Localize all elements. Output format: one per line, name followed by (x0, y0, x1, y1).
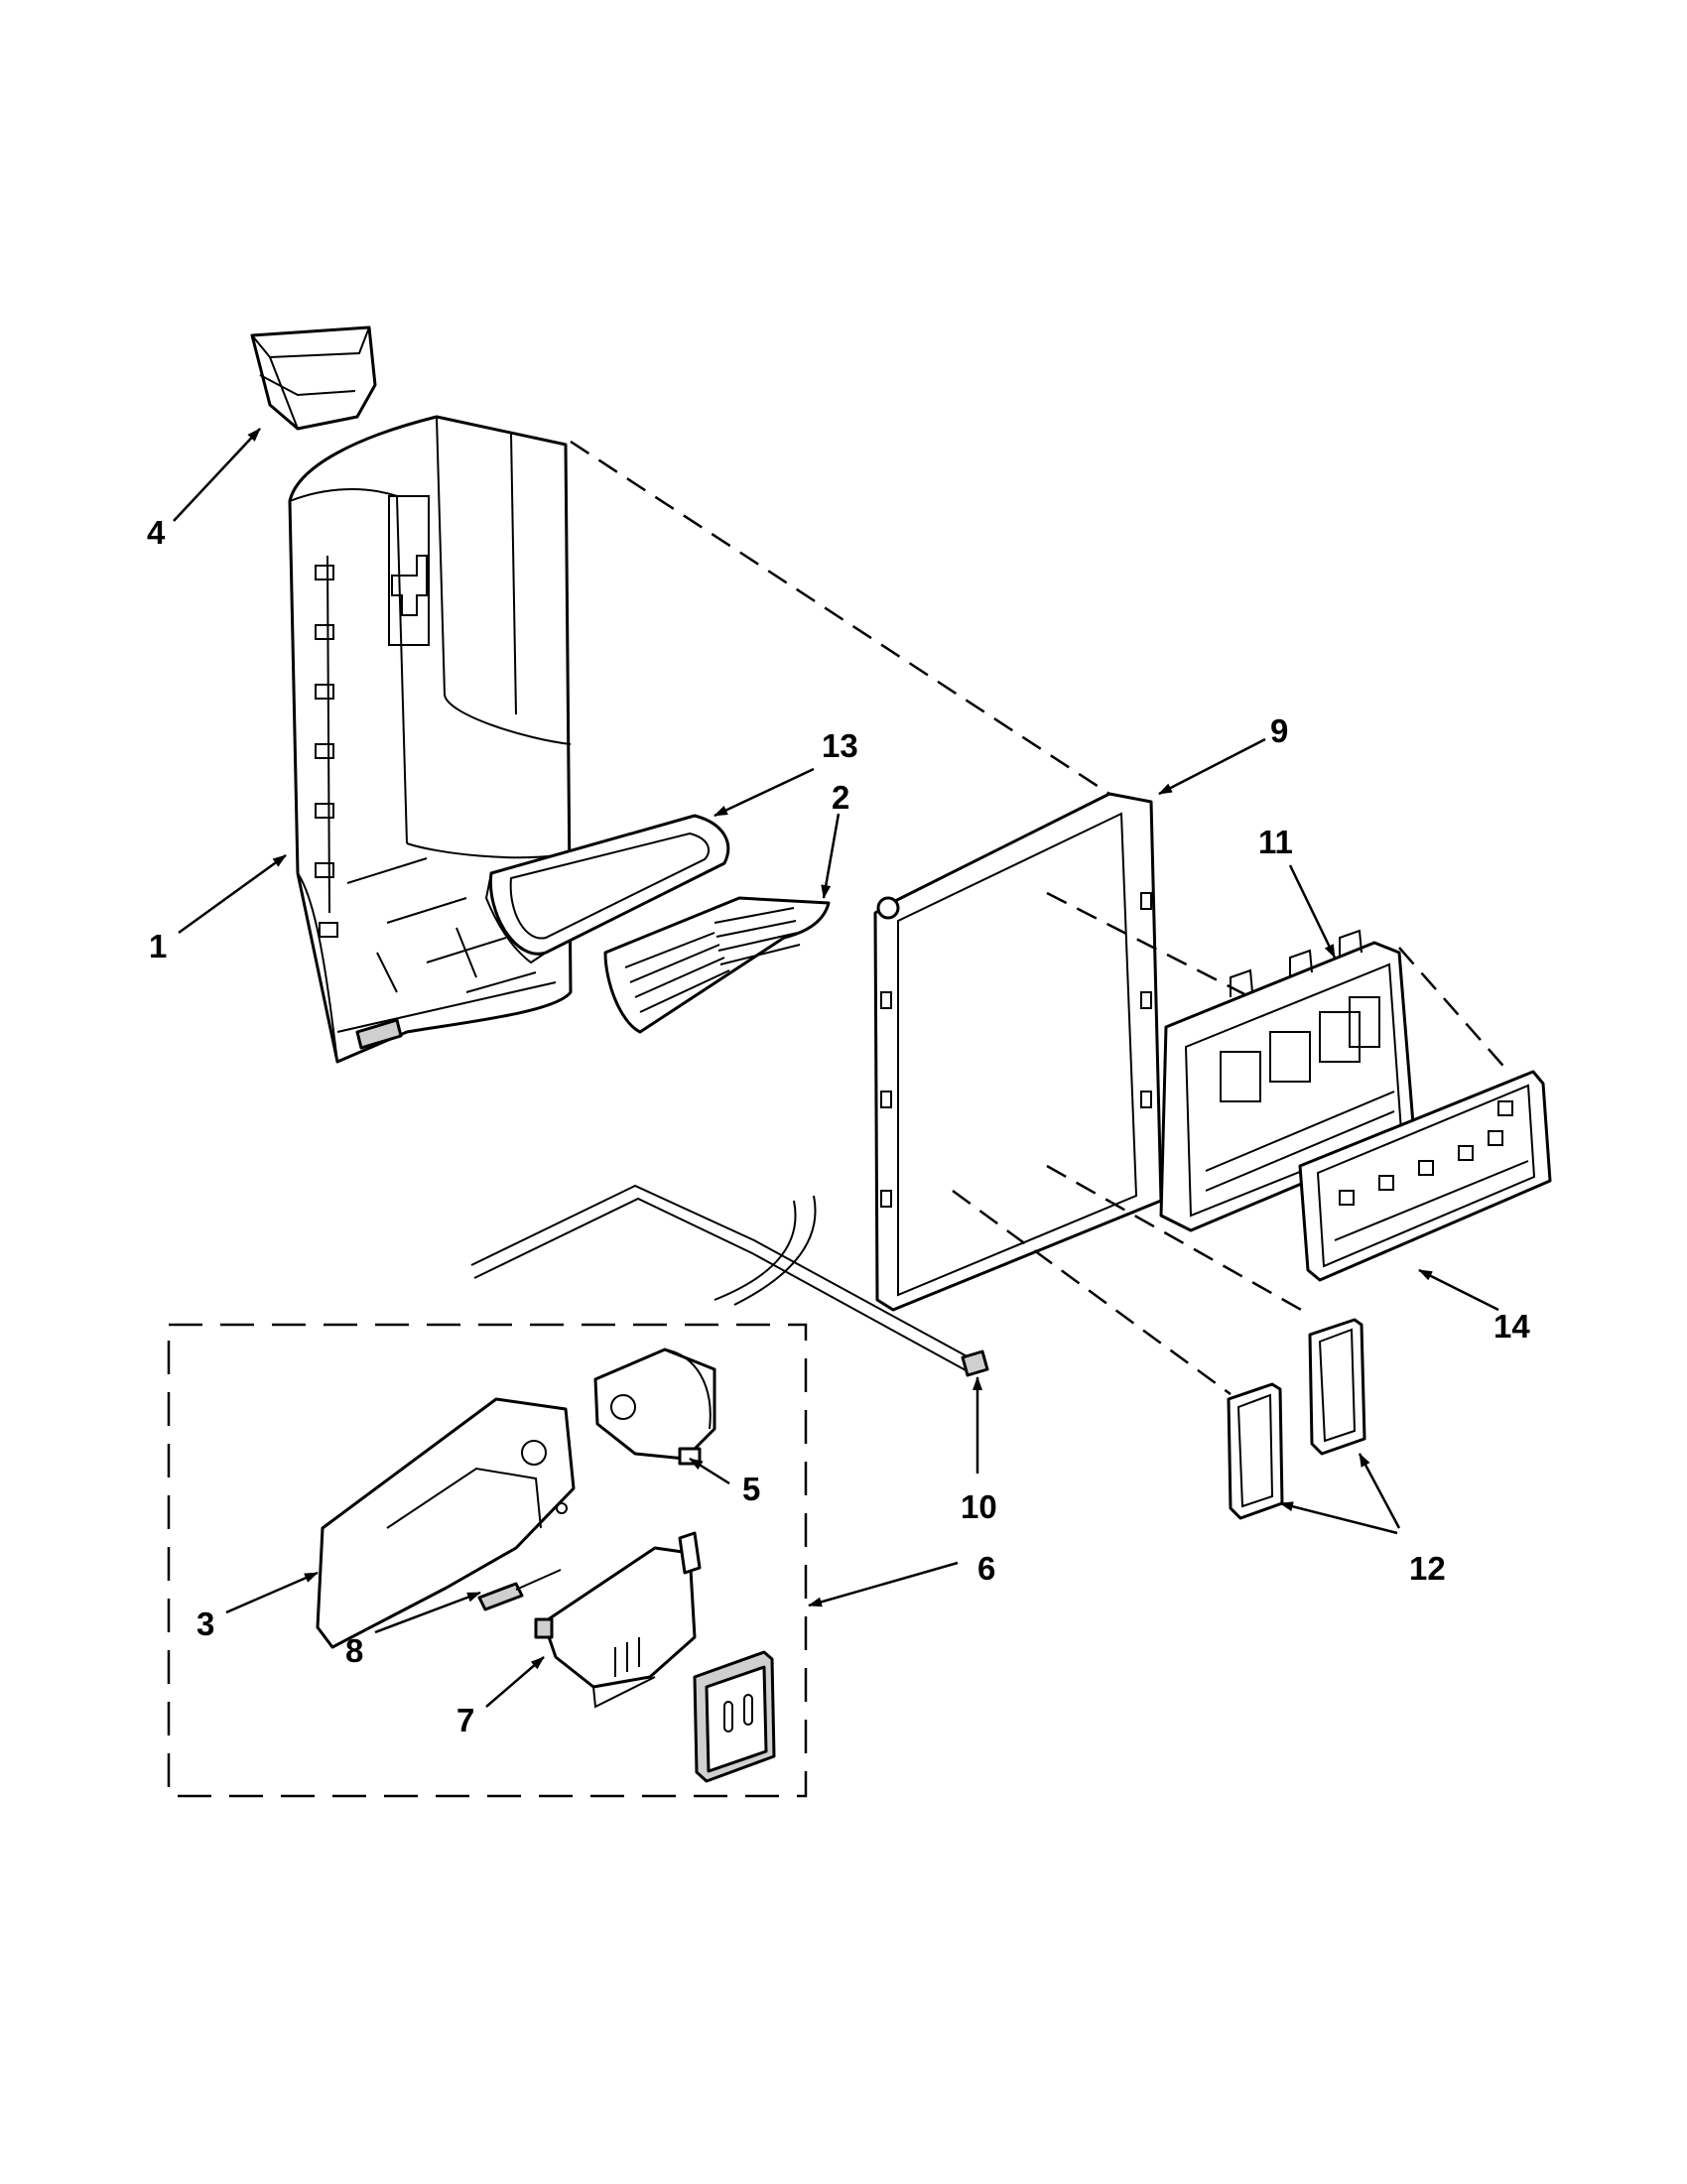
part-10-tube (470, 1184, 989, 1377)
assembly-6-box (167, 1323, 808, 1798)
callout-9: 9 (1270, 712, 1288, 749)
callout-12: 12 (1409, 1550, 1446, 1587)
callout-10: 10 (961, 1488, 997, 1525)
part-1-housing (288, 415, 573, 1064)
callout-13: 13 (822, 727, 858, 764)
callout-5: 5 (742, 1471, 760, 1507)
part-switch-cover (693, 1650, 776, 1783)
part-2-grille (603, 896, 831, 1034)
callouts: 4 1 13 2 9 11 14 12 10 5 6 3 8 7 (147, 514, 1530, 1738)
part-8-screw (477, 1569, 562, 1611)
callout-2: 2 (832, 779, 849, 816)
part-3-bracket (316, 1397, 576, 1649)
part-9-frame (873, 792, 1163, 1312)
callout-1: 1 (149, 928, 167, 964)
part-4-cup (250, 325, 377, 431)
callout-6: 6 (977, 1550, 995, 1587)
part-12-paddles (1227, 1318, 1366, 1520)
part-7-actuator (534, 1531, 702, 1709)
callout-11: 11 (1258, 824, 1293, 860)
part-13-tray-rim (484, 814, 730, 964)
callout-7: 7 (456, 1702, 474, 1738)
callout-3: 3 (196, 1606, 214, 1642)
callout-8: 8 (345, 1632, 363, 1669)
part-5-motor (593, 1348, 716, 1466)
alignment-lines (570, 440, 1509, 1396)
callout-14: 14 (1493, 1308, 1530, 1345)
part-14-control-panel (1298, 1070, 1552, 1282)
callout-4: 4 (147, 514, 166, 551)
leader-arrows (173, 428, 1499, 1708)
